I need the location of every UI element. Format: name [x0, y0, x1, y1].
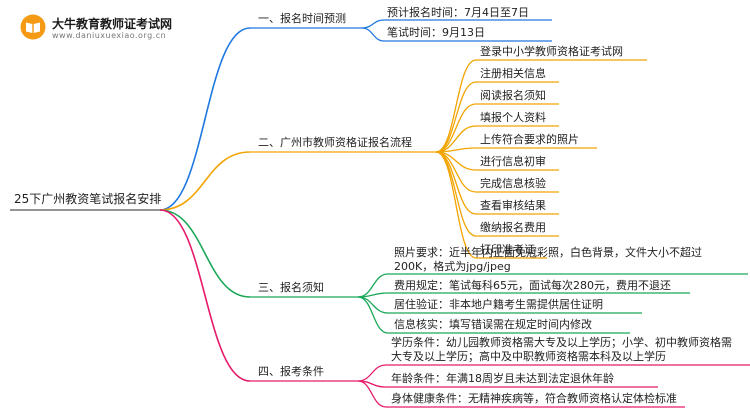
condition-leaf-age: 年龄条件：年满18周岁且未达到法定退休年龄: [391, 372, 614, 385]
link-root-branch-1: [159, 27, 251, 211]
process-leaf-3: 阅读报名须知: [480, 89, 546, 102]
root-topic: 25下广州教资笔试报名安排: [14, 192, 162, 206]
notice-leaf-residence: 居住验证：非本地户籍考生需提供居住证明: [394, 298, 603, 311]
process-leaf-10: 打印准考证: [480, 243, 535, 256]
link-process-leaf-2: [435, 81, 477, 153]
book-logo-icon: [20, 14, 46, 40]
link-process-leaf-1: [435, 59, 477, 153]
branch-1-label: 一、报名时间预测: [258, 12, 346, 25]
process-leaf-6: 进行信息初审: [480, 155, 546, 168]
link-notice-leaf-3: [357, 296, 389, 314]
link-root-branch-2: [159, 151, 251, 211]
link-time-leaf-2: [361, 27, 385, 42]
link-time-leaf-1: [361, 19, 385, 29]
link-notice-leaf-2: [357, 292, 389, 298]
link-notice-leaf-4: [357, 296, 389, 334]
link-process-leaf-10: [435, 151, 477, 259]
link-process-leaf-7: [435, 151, 477, 193]
branch-2-label: 二、广州市教师资格证报名流程: [258, 136, 412, 149]
time-leaf-registration: 预计报名时间：7月4日至7日: [387, 6, 529, 19]
link-process-leaf-3: [435, 103, 477, 153]
condition-leaf-health: 身体健康条件：无精神疾病等，符合教师资格认定体检标准: [391, 392, 677, 405]
process-leaf-1: 登录中小学教师资格证考试网: [480, 45, 623, 58]
brand-url: www.daniuxuexiao.org.cn: [52, 31, 167, 40]
link-process-leaf-9: [435, 151, 477, 237]
link-root-branch-3: [159, 209, 251, 298]
link-condition-leaf-3: [357, 380, 387, 408]
notice-leaf-fee: 费用规定：笔试每科65元，面试每次280元，费用不退还: [394, 279, 671, 292]
brand-name: 大牛教育教师证考试网: [52, 17, 173, 31]
link-root-branch-4: [159, 209, 251, 382]
notice-leaf-verify: 信息核实：填写错误需在规定时间内修改: [394, 318, 592, 331]
time-leaf-exam: 笔试时间：9月13日: [387, 26, 485, 39]
notice-leaf-photo: 照片要求：近半年内正面免冠彩照，白色背景，文件大小不超过200K，格式为jpg/…: [394, 246, 702, 273]
process-leaf-4: 填报个人资料: [480, 111, 546, 124]
process-leaf-5: 上传符合要求的照片: [480, 133, 579, 146]
process-leaf-8: 查看审核结果: [480, 199, 546, 212]
link-condition-leaf-1: [357, 364, 387, 382]
process-leaf-9: 缴纳报名费用: [480, 221, 546, 234]
condition-leaf-education: 学历条件：幼儿园教师资格需大专及以上学历；小学、初中教师资格需大专及以上学历；高…: [391, 336, 732, 363]
process-leaf-2: 注册相关信息: [480, 67, 546, 80]
branch-4-label: 四、报考条件: [258, 365, 324, 378]
process-leaf-7: 完成信息核验: [480, 177, 546, 190]
branch-3-label: 三、报名须知: [258, 281, 324, 294]
